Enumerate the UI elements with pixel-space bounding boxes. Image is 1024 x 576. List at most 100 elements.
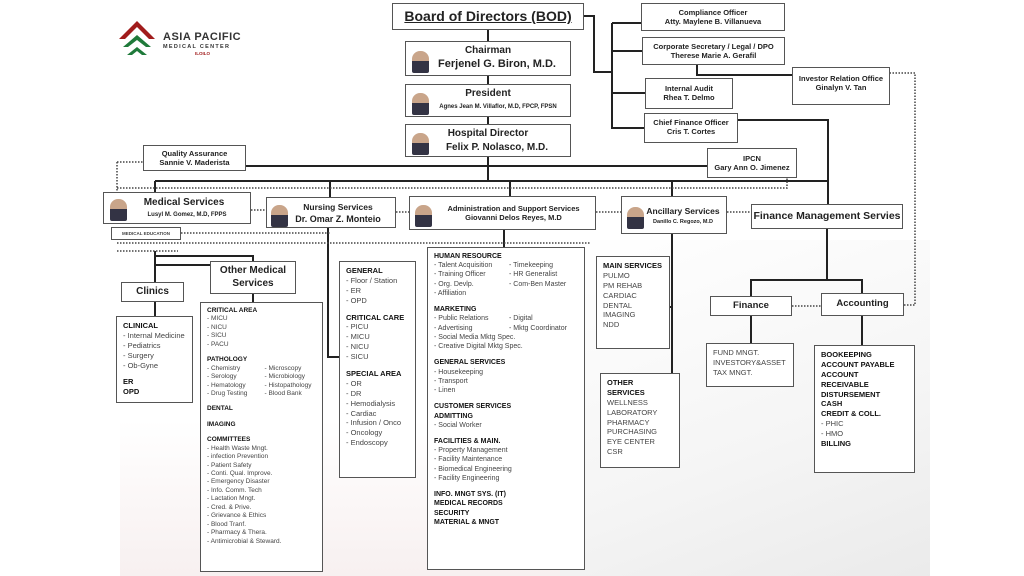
- medical-services-box: Medical Services Lusyl M. Gomez, M.D, FP…: [103, 192, 251, 224]
- list-item: - Floor / Station: [346, 275, 398, 285]
- heading: ADMITTING: [434, 412, 473, 420]
- list-item: - Antimicrobial & Steward.: [207, 537, 282, 545]
- audit-name: Rhea T. Delmo: [663, 93, 715, 103]
- chairman-photo: [412, 51, 429, 73]
- medical-name: Lusyl M. Gomez, M.D, FPPS: [147, 211, 227, 218]
- list-item: PM REHAB: [603, 280, 643, 290]
- heading: CUSTOMER SERVICES: [434, 403, 512, 411]
- ancillary-title: Ancillary Services: [646, 206, 720, 216]
- list-item: - Microbiology: [264, 373, 305, 381]
- list-item: - PHIC: [821, 419, 844, 429]
- list-item: - Histopathology: [264, 381, 312, 389]
- president-title: President: [465, 88, 511, 99]
- list-item: - Cardiac: [346, 408, 377, 418]
- list-item: - Mktg Coordinator: [509, 324, 567, 332]
- chairman-box: Chairman Ferjenel G. Biron, M.D.: [405, 41, 571, 76]
- other-medical-box: Other Medical Services: [210, 261, 296, 294]
- list-item: - DR: [346, 388, 362, 398]
- ancillary-box: Ancillary Services Danillo C. Regozo, M.…: [621, 196, 727, 234]
- nursing-name: Dr. Omar Z. Monteio: [295, 213, 381, 224]
- investor-title: Investor Relation Office: [798, 74, 884, 83]
- compliance-title: Compliance Officer: [678, 8, 748, 17]
- list-item: PHARMACY: [607, 417, 650, 427]
- logo: ASIA PACIFIC MEDICAL CENTER ILOILO: [115, 17, 250, 59]
- list-item: ACCOUNT PAYABLE: [821, 359, 895, 369]
- heading: CLINICAL: [123, 321, 158, 330]
- heading: CRITICAL CARE: [346, 312, 405, 322]
- heading: SPECIAL AREA: [346, 369, 402, 379]
- list-item: - Grievance & Ethics: [207, 512, 267, 520]
- heading: BILLING: [821, 439, 851, 449]
- list-item: IMAGING: [603, 310, 636, 320]
- list-item: - Blood Tranf.: [207, 520, 247, 528]
- list-item: - Social Worker: [434, 421, 482, 429]
- list-item: INFO. MNGT SYS. (IT): [434, 491, 506, 499]
- list-item: - Patient Safety: [207, 461, 252, 469]
- list-item: - Com-Ben Master: [509, 280, 567, 288]
- list-item: EYE CENTER: [607, 437, 655, 447]
- list-item: TAX MNGT.: [713, 367, 753, 377]
- list-item: - Oncology: [346, 428, 383, 438]
- heading: OPD: [123, 387, 140, 397]
- heading: FACILITIES & MAIN.: [434, 437, 501, 445]
- list-item: - Digital: [509, 315, 533, 323]
- admin-box: Administration and Support Services Giov…: [409, 196, 596, 230]
- list-item: - Cred. & Prive.: [207, 503, 252, 511]
- ipcn-name: Gary Ann O. Jimenez: [714, 163, 790, 173]
- heading: CRITICAL AREA: [207, 307, 258, 314]
- list-item: CARDIAC: [603, 290, 637, 300]
- list-item: - MICU: [207, 315, 228, 323]
- list-item: - Talent Acquisition: [434, 262, 493, 270]
- nursing-photo: [271, 205, 288, 227]
- ancillary-photo: [627, 207, 644, 229]
- list-item: ACCOUNT RECEIVABLE: [821, 369, 869, 389]
- list-item: - Surgery: [123, 350, 154, 360]
- list-item: - Transport: [434, 377, 468, 385]
- list-item: - Blood Bank: [264, 389, 302, 397]
- president-name: Agnes Jean M. Villaflor, M.D, FPCP, FPSN: [439, 103, 557, 110]
- list-item: - HR Generalist: [509, 271, 558, 279]
- nursing-box: Nursing Services Dr. Omar Z. Monteio: [266, 197, 396, 228]
- logo-sub: MEDICAL CENTER: [163, 44, 231, 50]
- qa-title: Quality Assurance: [161, 149, 228, 158]
- list-item: - SICU: [346, 352, 369, 362]
- list-item: - Microscopy: [264, 364, 302, 372]
- medical-title: Medical Services: [143, 197, 225, 208]
- list-item: CREDIT & COLL.: [821, 409, 881, 419]
- medical-photo: [110, 199, 127, 221]
- bod-box: Board of Directors (BOD): [392, 3, 584, 30]
- ancillary-name: Danillo C. Regozo, M.D: [653, 218, 713, 225]
- list-item: PULMO: [603, 270, 630, 280]
- list-item: - Pharmacy & Thera.: [207, 529, 267, 537]
- list-item: - Serology: [207, 373, 237, 381]
- list-item: - NICU: [346, 342, 369, 352]
- clinics-box: Clinics: [121, 282, 184, 302]
- list-item: - Linen: [434, 387, 456, 395]
- other-medical-list: CRITICAL AREA - MICU - NICU - SICU - PAC…: [200, 302, 323, 572]
- list-item: DENTAL: [603, 300, 633, 310]
- audit-title: Internal Audit: [664, 84, 714, 93]
- nursing-title: Nursing Services: [303, 202, 373, 212]
- list-item: - Lactation Mngt.: [207, 495, 256, 503]
- list-item: MEDICAL RECORDS: [434, 500, 503, 508]
- president-photo: [412, 93, 429, 115]
- list-item: CSR: [607, 447, 623, 457]
- list-item: - Social Media Mktg Spec.: [434, 333, 516, 341]
- list-item: - ER: [346, 285, 361, 295]
- cfo-title: Chief Finance Officer: [653, 118, 729, 127]
- list-item: - Endoscopy: [346, 438, 388, 448]
- corpsec-title: Corporate Secretary / Legal / DPO: [653, 42, 774, 51]
- list-item: - Public Relations: [434, 315, 489, 323]
- medical-education-box: MEDICAL EDUCATION: [111, 227, 181, 240]
- list-item: - Pediatrics: [123, 340, 161, 350]
- list-item: - Facility Maintenance: [434, 456, 503, 464]
- list-item: - Affiliation: [434, 289, 467, 297]
- admin-title: Administration and Support Services: [447, 204, 580, 213]
- list-item: - Biomedical Engineering: [434, 465, 512, 473]
